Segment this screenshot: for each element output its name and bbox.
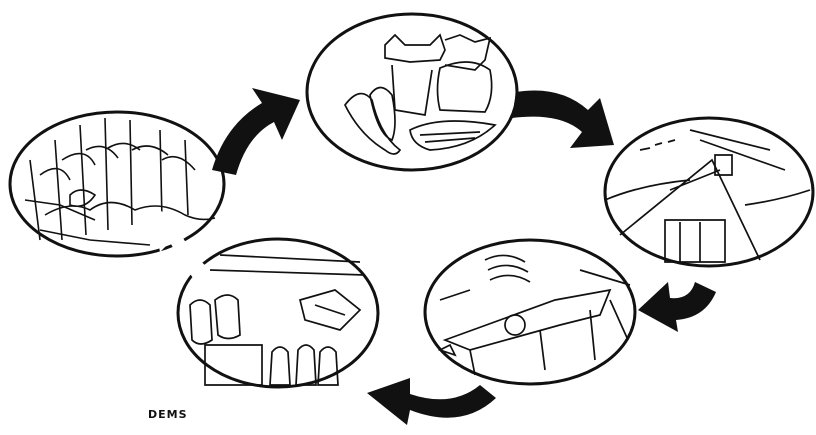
arrow-field-to-harvest	[212, 88, 300, 175]
arrow-harvest-to-transport	[512, 90, 614, 148]
corn-field-scene	[8, 110, 226, 258]
arrow-transport-to-processing	[638, 282, 716, 332]
packaged-products-scene	[176, 237, 380, 389]
artist-signature: DEMS	[148, 408, 188, 421]
arrow-processing-to-products	[367, 378, 496, 425]
arrow-products-to-field	[152, 208, 210, 282]
harvested-corn-and-sacks-scene	[305, 12, 519, 172]
corn-processing-machinery-scene	[423, 238, 637, 386]
road-and-storage-silo-scene	[603, 116, 815, 268]
